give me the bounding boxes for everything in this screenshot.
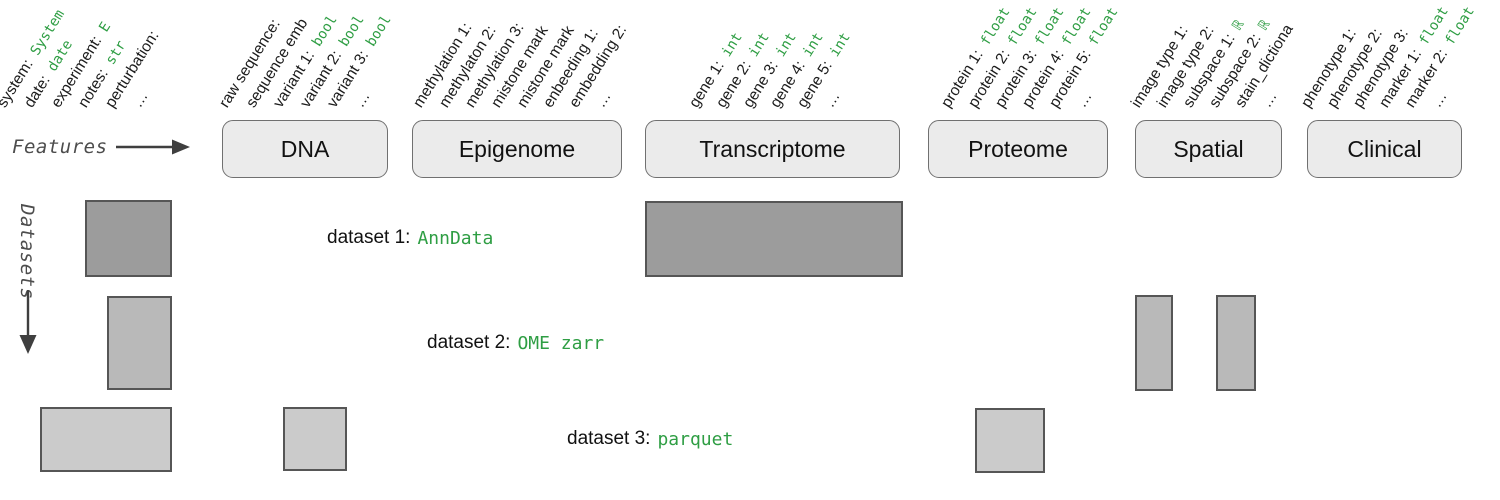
field-name: …: [592, 88, 615, 111]
feature-box-clinical: Clinical: [1307, 120, 1462, 178]
dataset1-block-metadata: [85, 200, 172, 277]
feature-box-spatial: Spatial: [1135, 120, 1282, 178]
dataset2-block-spatial-1: [1135, 295, 1173, 391]
feature-box-transcriptome: Transcriptome: [645, 120, 900, 178]
features-axis-label: Features: [12, 136, 108, 158]
features-axis: Features: [12, 136, 192, 158]
field-name: …: [1073, 88, 1096, 111]
field-name: …: [129, 88, 152, 111]
field-label-spatial-5: …: [1258, 88, 1281, 111]
field-name: …: [351, 88, 374, 111]
dataset1-block-transcriptome: [645, 201, 903, 277]
field-type: int: [822, 29, 854, 67]
dataset2-name: dataset 2:: [427, 332, 511, 353]
field-label-transcriptome-5: …: [821, 88, 844, 111]
field-name: …: [1428, 88, 1451, 111]
feature-box-epigenome: Epigenome: [412, 120, 622, 178]
field-label-meta-5: …: [129, 88, 152, 111]
dataset2-block-spatial-2: [1216, 295, 1256, 391]
feature-box-dna: DNA: [222, 120, 388, 178]
field-label-dna-5: …: [351, 88, 374, 111]
dataset1-name: dataset 1:: [327, 227, 411, 248]
dataset3-format: parquet: [657, 428, 734, 450]
feature-box-proteome: Proteome: [928, 120, 1108, 178]
datasets-axis-label: Datasets: [16, 204, 38, 300]
dataset3-block-dna: [283, 407, 347, 471]
dataset2-label: dataset 2: OME zarr: [427, 330, 604, 356]
dataset3-block-proteome: [975, 408, 1045, 473]
field-label-proteome-5: …: [1073, 88, 1096, 111]
field-label-epigenome-7: …: [592, 88, 615, 111]
dataset2-block-metadata: [107, 296, 172, 390]
datasets-arrow-icon: [19, 290, 37, 354]
dataset3-label: dataset 3: parquet: [567, 426, 733, 452]
field-name: …: [1258, 88, 1281, 111]
dataset1-format: AnnData: [417, 227, 494, 249]
dataset1-label: dataset 1: AnnData: [327, 225, 493, 251]
dataset2-format: OME zarr: [517, 332, 605, 354]
dataset3-name: dataset 3:: [567, 428, 651, 449]
field-name: …: [821, 88, 844, 111]
features-arrow-icon: [115, 139, 190, 155]
field-label-clinical-5: …: [1428, 88, 1451, 111]
dataset3-block-metadata: [40, 407, 172, 472]
